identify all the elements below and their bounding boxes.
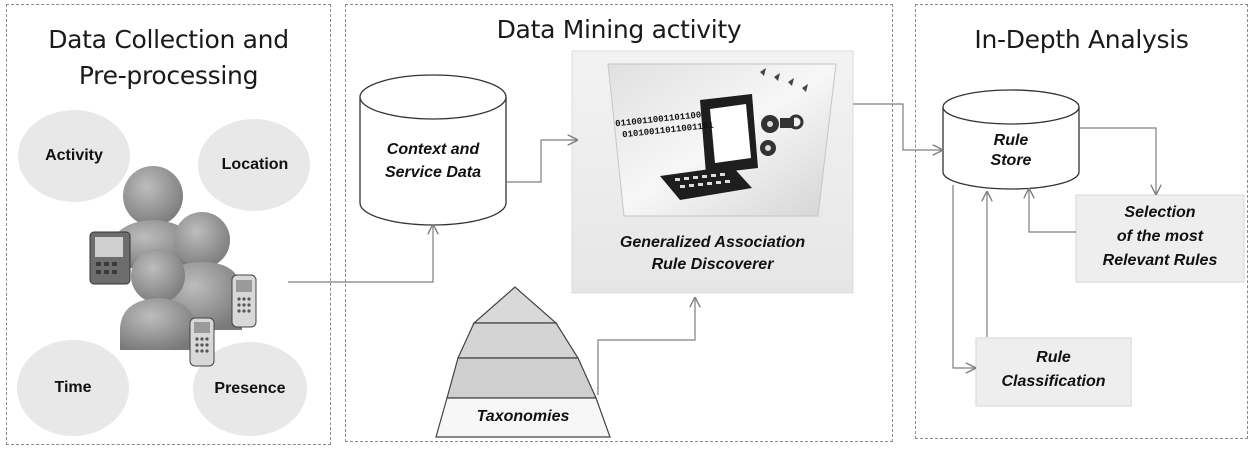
pda-device-icon [89, 231, 131, 285]
panel-title-collection-line1: Data Collection and [48, 25, 289, 54]
panel-data-mining: Data Mining activity [345, 4, 893, 442]
panel-data-collection: Data Collection and Pre-processing [6, 4, 331, 445]
discoverer-label-line2: Rule Discoverer [651, 256, 774, 273]
panel-in-depth-analysis: In-Depth Analysis [915, 4, 1248, 439]
rule-store-cylinder [942, 89, 1080, 190]
arrow-store-to-classification [952, 185, 975, 368]
classification-box [975, 337, 1132, 407]
people-group-illustration [89, 166, 257, 367]
classification-label-line1: Rule [1036, 349, 1071, 366]
bubble-activity [18, 110, 130, 202]
selection-label-line1: Selection [1124, 204, 1196, 221]
computer-mining-illustration [607, 63, 837, 217]
arrow-people-to-context-data [288, 225, 433, 283]
taxonomies-pyramid [435, 286, 611, 438]
arrow-store-to-selection [1079, 127, 1156, 194]
selection-label-line2: of the most [1116, 228, 1204, 245]
taxonomies-label: Taxonomies [476, 408, 570, 425]
arrow-taxonomies-to-discoverer [597, 298, 695, 395]
classification-label-line2: Classification [1001, 373, 1106, 390]
arrow-selection-to-store [1029, 189, 1076, 233]
context-label-location: Location [221, 156, 289, 173]
bubble-presence [193, 342, 307, 436]
bubble-time [17, 340, 129, 436]
panel-title-collection-line2: Pre-processing [78, 61, 259, 90]
panel-title-analysis: In-Depth Analysis [974, 25, 1189, 54]
rule-store-label-line1: Rule [993, 132, 1029, 149]
context-service-data-cylinder [359, 74, 507, 226]
discoverer-label-line1: Generalized Association [619, 234, 806, 251]
mobile-phone-icon-2 [189, 317, 215, 367]
context-label-presence: Presence [214, 380, 286, 397]
arrow-discoverer-to-rule-store [853, 103, 942, 150]
context-data-label-line1: Context and [386, 141, 480, 158]
rule-store-label-line2: Store [990, 152, 1032, 169]
context-label-time: Time [54, 379, 92, 396]
context-data-label-line2: Service Data [384, 164, 482, 181]
context-label-activity: Activity [45, 147, 103, 164]
selection-box [1075, 194, 1245, 283]
panel-title-mining: Data Mining activity [496, 15, 742, 44]
selection-label-line3: Relevant Rules [1102, 252, 1218, 269]
mobile-phone-icon [231, 274, 257, 328]
bubble-location [198, 119, 310, 211]
arrow-context-to-discoverer [506, 140, 577, 183]
